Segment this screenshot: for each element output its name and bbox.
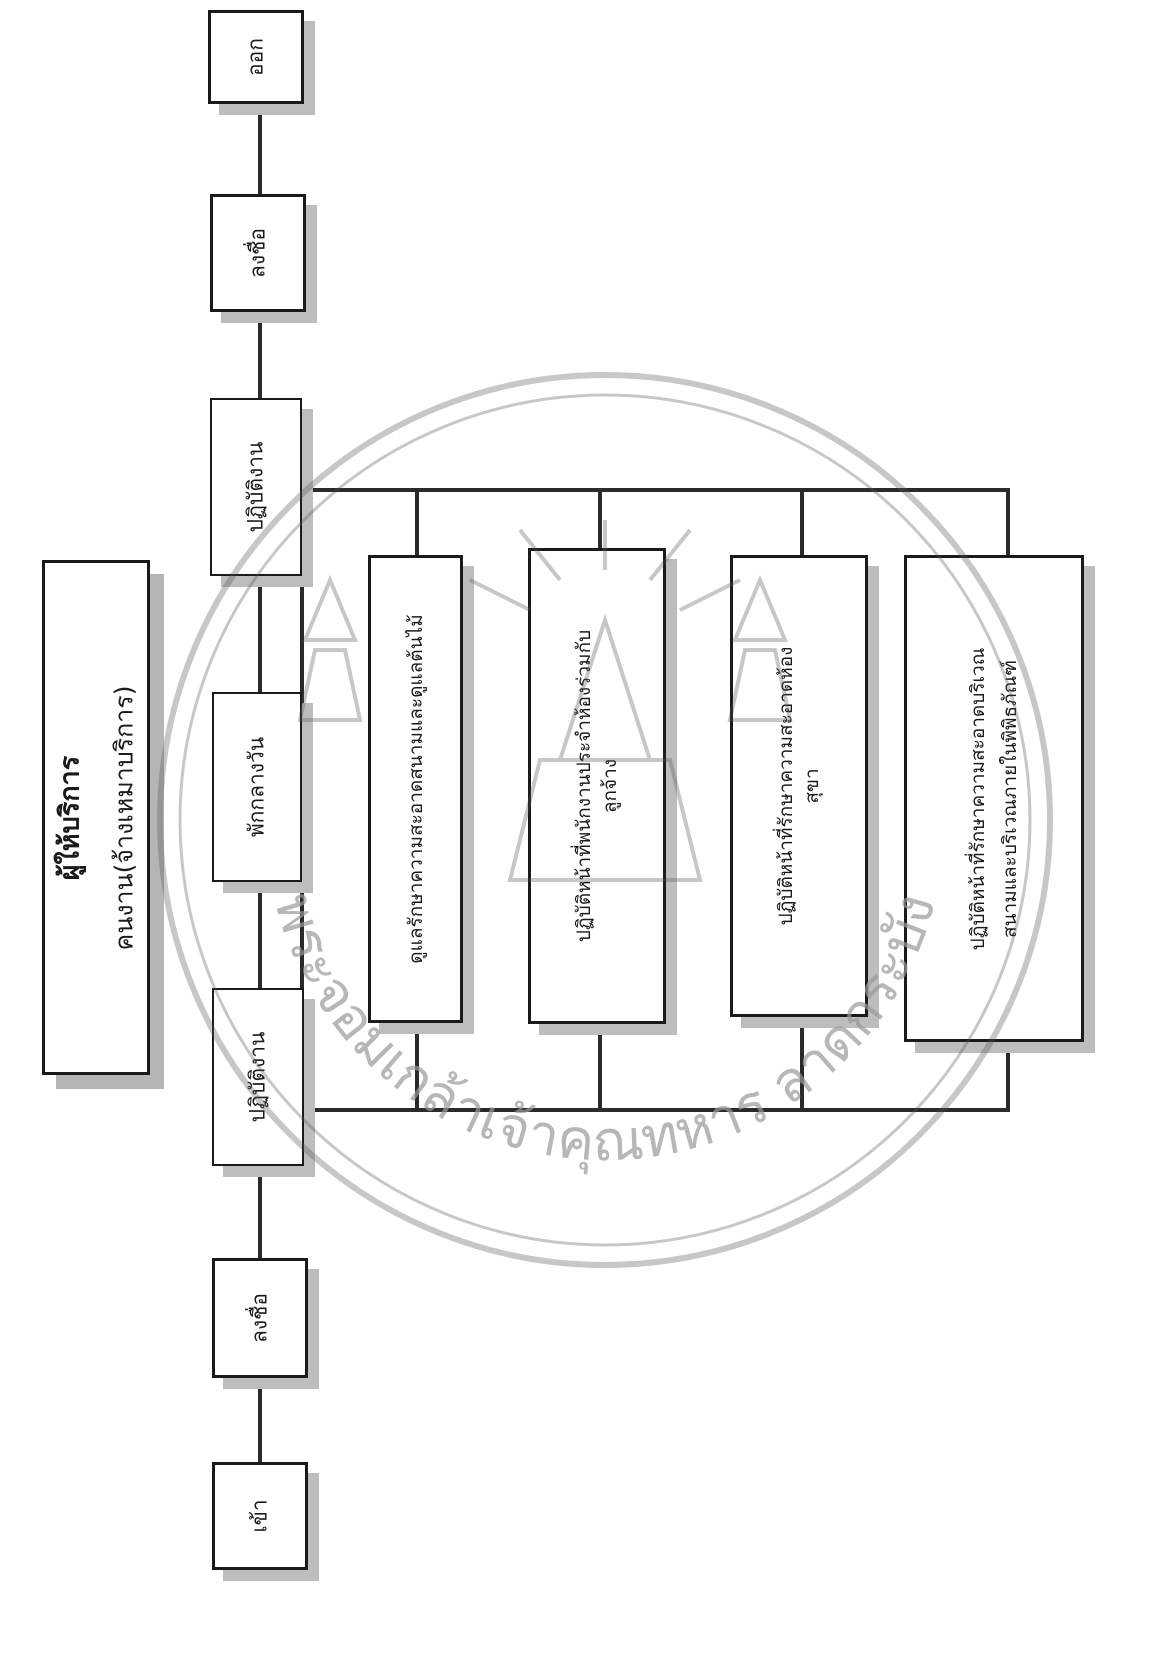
connector-work-lunch — [258, 880, 262, 990]
connector-lunch-work — [258, 575, 262, 695]
step-sign-in: ลงชื่อ — [212, 1258, 308, 1378]
bracket-bottom-spine — [300, 1108, 1010, 1112]
page-subtitle: คนงาน(จ้างเหมาบริการ) — [105, 578, 145, 1058]
step-sign-in-label: ลงชื่อ — [244, 1293, 277, 1343]
step-leave-label: ออก — [240, 38, 273, 76]
connector-signout-leave — [258, 102, 262, 196]
title-text-group: ผู้ให้บริการ คนงาน(จ้างเหมาบริการ) — [48, 578, 145, 1058]
step-work-morning: ปฏิบัติงาน — [212, 988, 304, 1166]
bracket-bottom-tick-4 — [1006, 1040, 1010, 1110]
bracket-top-tick-4 — [1006, 488, 1010, 558]
task-box-3: ปฏิบัติหน้าที่รักษาความสะอาดห้องสุขา — [730, 555, 868, 1017]
bracket-bottom-tick-1 — [415, 1020, 419, 1110]
step-arrive: เข้า — [212, 1462, 308, 1570]
task-box-4: ปฏิบัติหน้าที่รักษาความสะอาดบริเวณสนามแล… — [904, 555, 1084, 1042]
bracket-bottom-tick-3 — [800, 1015, 804, 1110]
bracket-bottom-tick-2 — [598, 1022, 602, 1110]
title-box: ผู้ให้บริการ คนงาน(จ้างเหมาบริการ) — [42, 560, 150, 1075]
task-text-4: ปฏิบัติหน้าที่รักษาความสะอาดบริเวณสนามแล… — [962, 639, 1026, 959]
task-text-2: ปฏิบัติหน้าที่พนักงานประจำห้องร่วมกับลูก… — [571, 616, 623, 956]
bracket-top-spine — [300, 488, 1010, 492]
task-text-3: ปฏิบัติหน้าที่รักษาความสะอาดห้องสุขา — [773, 631, 825, 941]
step-sign-out-label: ลงชื่อ — [242, 228, 275, 278]
connector-signin-work — [258, 1165, 262, 1260]
step-work-afternoon-label: ปฏิบัติงาน — [240, 442, 273, 533]
connector-work-signout — [258, 310, 262, 402]
step-work-morning-label: ปฏิบัติงาน — [242, 1032, 275, 1123]
task-text-1: ดูแลรักษาความสะอาดสนามและดูแลต้นไม้ — [403, 589, 429, 989]
step-leave: ออก — [208, 10, 304, 104]
step-sign-out: ลงชื่อ — [210, 194, 306, 312]
step-lunch-break-label: พักกลางวัน — [241, 737, 274, 837]
bracket-top-tick-3 — [800, 488, 804, 556]
step-work-afternoon: ปฏิบัติงาน — [210, 398, 302, 576]
connector-arrive-signin — [258, 1375, 262, 1465]
seal-tower-left-icon — [300, 580, 360, 720]
bracket-top-tick-1 — [415, 488, 419, 558]
bracket-top-tick-2 — [598, 488, 602, 550]
page-title: ผู้ให้บริการ — [48, 578, 91, 1058]
step-arrive-label: เข้า — [244, 1499, 277, 1532]
task-box-1: ดูแลรักษาความสะอาดสนามและดูแลต้นไม้ — [368, 555, 463, 1023]
step-lunch-break: พักกลางวัน — [212, 692, 302, 882]
task-box-2: ปฏิบัติหน้าที่พนักงานประจำห้องร่วมกับลูก… — [528, 548, 666, 1024]
